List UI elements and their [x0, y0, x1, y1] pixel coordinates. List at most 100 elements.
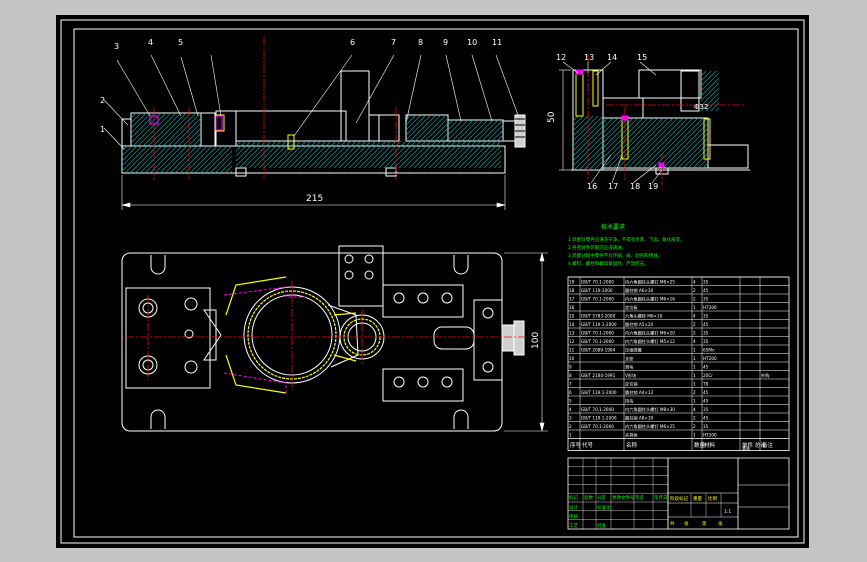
bom-cell: 2	[693, 390, 696, 395]
bom-cell: 45	[703, 365, 709, 370]
balloon-14: 14	[607, 53, 617, 62]
bom-cell: 5	[569, 399, 572, 404]
bom-cell: GB/T 5783-2000	[581, 314, 616, 319]
balloon-5: 5	[178, 38, 183, 47]
balloon-16: 16	[587, 182, 597, 191]
titleblock-label: 张	[718, 520, 723, 527]
bom-cell: 内六角圆柱头螺钉 M6×16	[625, 296, 675, 303]
bom-cell: GB/T 119.1-2000	[581, 390, 617, 395]
balloon-4: 4	[148, 38, 153, 47]
bom-cell: HT200	[703, 356, 717, 361]
bom-cell: 4	[693, 407, 696, 412]
bom-cell: 1	[569, 433, 572, 438]
bom-cell: 4	[693, 339, 696, 344]
bom-cell: 10	[569, 356, 575, 361]
dimension-length-value: 215	[306, 194, 323, 204]
technical-notes: 技术要求 1.装配前零件应清洗干净，不得有毛刺、飞边、氧化皮等。 2.各密封件装…	[568, 223, 685, 267]
bom-cell: 1	[693, 399, 696, 404]
bom-cell: 内六角圆柱头螺钉 M5×12	[625, 338, 675, 345]
balloon-2: 2	[100, 96, 105, 105]
dimension-height-value: 50	[547, 111, 557, 123]
dimension-bore-value: Φ32	[694, 103, 708, 111]
balloon-17: 17	[608, 182, 618, 191]
balloon-10: 10	[467, 38, 477, 47]
notes-line-3: 3.装配过程中零件不允许磕、碰、划伤和锈蚀。	[568, 252, 662, 259]
bom-cell: GB/T 119-2000	[581, 288, 613, 293]
bom-cell: 35	[703, 339, 709, 344]
bom-cell: 外购	[761, 372, 769, 379]
titleblock-label: 第	[702, 520, 707, 527]
balloon-18: 18	[630, 182, 640, 191]
bom-cell: 1	[693, 382, 696, 387]
titleblock-scale: 1:1	[724, 509, 731, 515]
front-view-leaders	[103, 54, 519, 150]
bom-cell: 1	[693, 356, 696, 361]
bom-cell: GB/T 70.1-2000	[581, 331, 614, 336]
titleblock-label: 比例	[708, 495, 717, 502]
balloon-6: 6	[350, 38, 355, 47]
bom-cell: 圆柱销 A6×30	[625, 287, 654, 294]
balloon-1: 1	[100, 125, 105, 134]
titleblock-label: 年月日	[654, 494, 668, 501]
bom-cell: 35	[703, 314, 709, 319]
bom-cell: 压缩弹簧	[625, 347, 642, 354]
notes-line-1: 1.装配前零件应清洗干净，不得有毛刺、飞边、氧化皮等。	[568, 236, 685, 243]
bom-cell: 2	[569, 424, 572, 429]
bom-cell: 1	[693, 433, 696, 438]
bom-cell: HT200	[703, 433, 717, 438]
bom-cell: 内六角圆柱头螺钉 M8×25	[625, 279, 675, 286]
bom-cell: 45	[703, 399, 709, 404]
bom-cell: 4	[693, 314, 696, 319]
balloon-9: 9	[443, 38, 448, 47]
titleblock-label: 共	[670, 520, 675, 527]
bom-header-cell: 名称	[626, 441, 638, 449]
dimension-width-value: 100	[531, 332, 541, 349]
bom-cell: 定位板	[625, 304, 638, 311]
bom-cell: 4	[569, 407, 572, 412]
bom-cell: V形块	[625, 372, 637, 379]
titleblock-label: 设计	[569, 504, 578, 511]
bom-cell: GB/T 70.1-2000	[581, 339, 614, 344]
bom-header-cell: 序号	[570, 441, 582, 449]
bom-cell: 滑块	[625, 364, 634, 371]
bom-cell: 2	[693, 288, 696, 293]
bom-header-cell: 代号	[582, 441, 594, 449]
bom-cell: GB/T 119.1-2000	[581, 416, 617, 421]
balloon-12: 12	[556, 53, 566, 62]
titleblock-label: 批准	[597, 522, 606, 529]
balloon-11: 11	[492, 38, 502, 47]
bom-cell: 6	[569, 390, 572, 395]
plan-view	[121, 245, 525, 432]
bom-cell: 11	[569, 348, 575, 353]
bom-cell: 4	[693, 280, 696, 285]
bom-cell: 圆柱销 A4×12	[625, 389, 654, 396]
bom-cell: GB/T 119.1-2000	[581, 322, 617, 327]
bom-cell: 2	[693, 331, 696, 336]
notes-line-2: 2.各密封件装配前应浸透油。	[568, 244, 626, 251]
bom-header-cell: 材料	[704, 441, 716, 449]
bom-cell: GB/T 70.1-2000	[581, 297, 614, 302]
drawing-sheet: 1 2 3 4 5 6 7 8 9 10 11 215	[56, 15, 809, 548]
balloon-7: 7	[391, 38, 396, 47]
bom-header-cell: 单件 总计	[742, 441, 766, 449]
bom-cell: 8	[569, 373, 572, 378]
sheet-border	[60, 19, 805, 544]
bom-header-weight: 重量	[742, 445, 750, 451]
bom-cell: 夹具体	[625, 432, 638, 439]
front-view-yellow-parts	[215, 114, 295, 150]
bom-cell: 17	[569, 297, 575, 302]
bom-cell: 圆柱销 A5×20	[625, 321, 654, 328]
bom-cell: 3	[569, 416, 572, 421]
bom-cell: GB/T 70.1-2000	[581, 280, 614, 285]
titleblock-label: 阶段标记	[670, 495, 688, 502]
bom-cell: 挡块	[625, 398, 634, 405]
titleblock-label: 签名	[635, 494, 644, 501]
plan-base-outline	[121, 252, 503, 432]
plan-width-dimension	[504, 252, 548, 432]
bom-cell: 圆柱销 A8×30	[625, 415, 654, 422]
bom-cell: 35	[703, 424, 709, 429]
bom-cell: 1	[693, 373, 696, 378]
titleblock-label: 分区	[597, 494, 606, 501]
bom-cell: 19	[569, 280, 575, 285]
